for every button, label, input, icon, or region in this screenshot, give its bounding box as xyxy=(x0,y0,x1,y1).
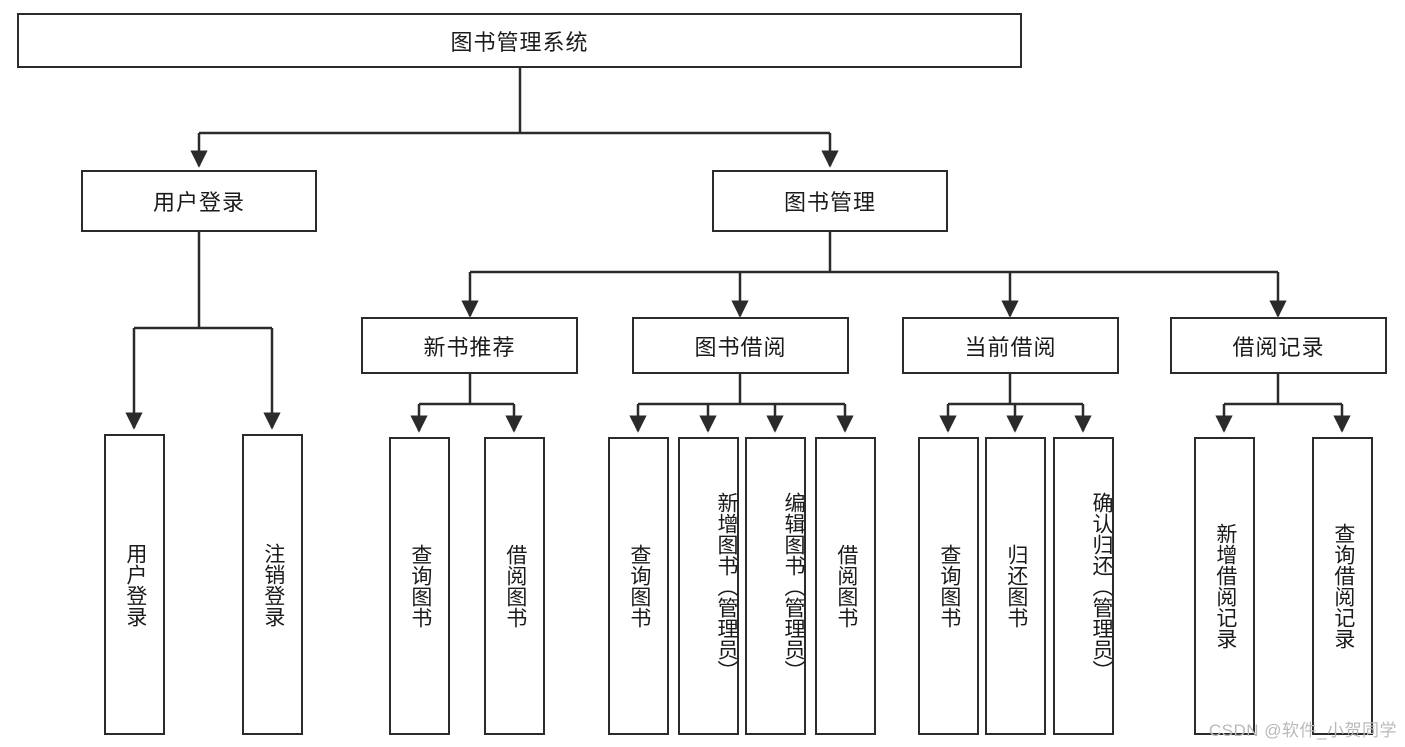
node-label: 编辑图书（管理员） xyxy=(782,491,805,681)
node-label: 查询图书 xyxy=(937,544,961,628)
node-label: 查询图书 xyxy=(408,544,432,628)
node-user-login[interactable]: 用户登录 xyxy=(81,170,317,232)
node-label: 图书借阅 xyxy=(694,334,787,360)
node-label: 用户登录 xyxy=(152,190,245,215)
node-leaf-confirm-return-admin[interactable]: 确认归还（管理员） xyxy=(1053,437,1114,735)
node-leaf-logout-login[interactable]: 注销登录 xyxy=(242,434,303,735)
node-leaf-add-book-admin[interactable]: 新增图书（管理员） xyxy=(678,437,739,735)
node-label: 借阅图书 xyxy=(503,544,527,628)
watermark: CSDN @软件_小贺同学 xyxy=(1208,721,1397,740)
node-label: 当前借阅 xyxy=(964,334,1057,360)
node-label: 归还图书 xyxy=(1004,544,1028,628)
node-label: 图书管理系统 xyxy=(450,29,589,55)
node-root-book-management-system[interactable]: 图书管理系统 xyxy=(17,13,1022,68)
node-label: 注销登录 xyxy=(261,542,285,627)
node-current-borrow[interactable]: 当前借阅 xyxy=(902,317,1119,374)
node-leaf-return-book[interactable]: 归还图书 xyxy=(985,437,1046,735)
node-label: 新增图书（管理员） xyxy=(715,491,738,681)
node-leaf-add-borrow-record[interactable]: 新增借阅记录 xyxy=(1194,437,1255,735)
node-label: 新书推荐 xyxy=(423,334,516,360)
node-label: 图书管理 xyxy=(783,190,876,215)
node-label: 查询图书 xyxy=(627,544,651,628)
node-label: 用户登录 xyxy=(123,542,147,627)
node-label: 确认归还（管理员） xyxy=(1090,491,1113,681)
node-label: 查询借阅记录 xyxy=(1331,523,1355,649)
node-book-borrow[interactable]: 图书借阅 xyxy=(632,317,849,374)
node-leaf-query-book-current[interactable]: 查询图书 xyxy=(918,437,979,735)
node-label: 借阅记录 xyxy=(1232,334,1325,360)
node-label: 借阅图书 xyxy=(834,544,858,628)
node-borrow-record[interactable]: 借阅记录 xyxy=(1170,317,1387,374)
node-book-management[interactable]: 图书管理 xyxy=(712,170,948,232)
node-leaf-edit-book-admin[interactable]: 编辑图书（管理员） xyxy=(745,437,806,735)
node-leaf-borrow-book[interactable]: 借阅图书 xyxy=(815,437,876,735)
node-leaf-query-book-borrow[interactable]: 查询图书 xyxy=(608,437,669,735)
node-new-book-recommend[interactable]: 新书推荐 xyxy=(361,317,578,374)
node-label: 新增借阅记录 xyxy=(1213,523,1237,649)
node-leaf-query-borrow-record[interactable]: 查询借阅记录 xyxy=(1312,437,1373,735)
node-leaf-borrow-book-recommend[interactable]: 借阅图书 xyxy=(484,437,545,735)
node-leaf-query-book-recommend[interactable]: 查询图书 xyxy=(389,437,450,735)
node-leaf-user-login[interactable]: 用户登录 xyxy=(104,434,165,735)
